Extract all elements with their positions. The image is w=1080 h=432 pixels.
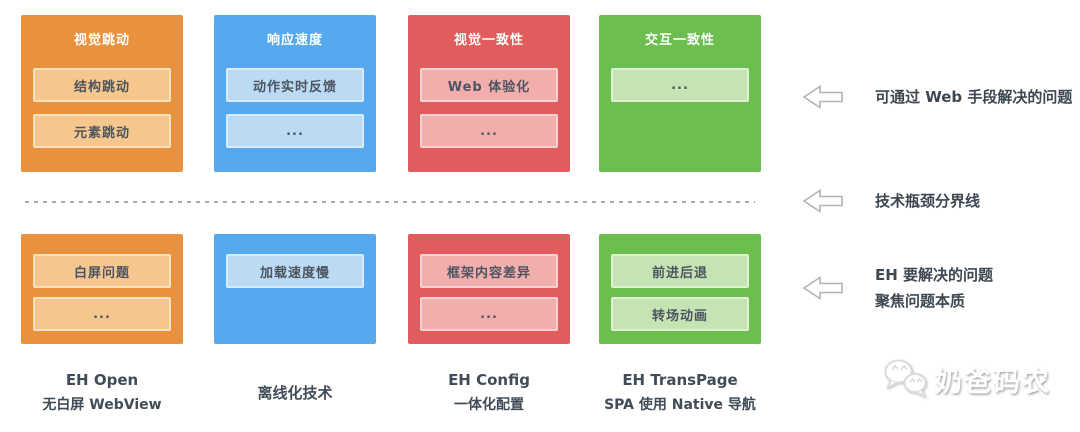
bottom-box-slow-loading: 加载速度慢 — [214, 234, 376, 344]
column-label-title: EH TransPage — [622, 370, 738, 389]
top-box-response-speed: 响应速度 动作实时反馈 ... — [214, 15, 376, 172]
box-item: 结构跳动 — [33, 68, 171, 102]
box-item: Web 体验化 — [420, 68, 558, 102]
annotation-text: EH 要解决的问题 聚焦问题本质 — [875, 266, 994, 310]
left-arrow-icon — [802, 85, 843, 109]
column-label-offline-tech: 离线化技术 — [199, 366, 391, 418]
box-header: 响应速度 — [266, 33, 323, 48]
annotation-tech-bottleneck: 技术瓶颈分界线 — [802, 188, 980, 214]
annotation-eh-problems: EH 要解决的问题 聚焦问题本质 — [802, 262, 993, 314]
box-header: 交互一致性 — [644, 33, 715, 48]
box-header: 视觉跳动 — [73, 33, 130, 48]
box-item: ... — [611, 68, 749, 102]
watermark-text: 奶爸码农 — [935, 366, 1051, 398]
bottom-box-navigation: 前进后退 转场动画 — [599, 234, 761, 344]
column-label-eh-config: EH Config 一体化配置 — [393, 366, 585, 418]
box-item: 框架内容差异 — [420, 254, 558, 288]
box-header: 视觉一致性 — [453, 33, 524, 48]
column-label-title: EH Open — [65, 370, 139, 389]
box-item: 白屏问题 — [33, 254, 171, 288]
watermark: 奶爸码农 — [882, 358, 1051, 400]
top-box-visual-jump: 视觉跳动 结构跳动 元素跳动 — [21, 15, 183, 172]
box-item: 加载速度慢 — [226, 254, 364, 288]
column-label-subtitle: SPA 使用 Native 导航 — [604, 396, 756, 413]
box-item: ... — [226, 114, 364, 148]
box-item: ... — [33, 297, 171, 331]
annotation-text: 技术瓶颈分界线 — [875, 192, 981, 210]
column-label-eh-transpage: EH TransPage SPA 使用 Native 导航 — [584, 366, 776, 418]
box-item: ... — [420, 114, 558, 148]
top-box-interaction-consistency: 交互一致性 ... — [599, 15, 761, 172]
top-box-visual-consistency: 视觉一致性 Web 体验化 ... — [408, 15, 570, 172]
divider-dashed-line — [25, 201, 755, 203]
box-item: ... — [420, 297, 558, 331]
box-item: 动作实时反馈 — [226, 68, 364, 102]
column-label-eh-open: EH Open 无白屏 WebView — [6, 366, 198, 418]
column-label-subtitle: 一体化配置 — [454, 396, 524, 413]
box-item: 元素跳动 — [33, 114, 171, 148]
annotation-web-solvable: 可通过 Web 手段解决的问题 — [802, 84, 1072, 110]
left-arrow-icon — [802, 276, 843, 300]
wechat-bubbles-icon — [884, 359, 927, 398]
column-label-subtitle: 无白屏 WebView — [42, 396, 162, 413]
box-item: 转场动画 — [611, 297, 749, 331]
bottom-box-white-screen: 白屏问题 ... — [21, 234, 183, 344]
box-item: 前进后退 — [611, 254, 749, 288]
column-label-title: 离线化技术 — [257, 383, 333, 402]
annotation-text: 可通过 Web 手段解决的问题 — [875, 88, 1073, 106]
column-label-title: EH Config — [448, 370, 530, 389]
left-arrow-icon — [802, 189, 843, 213]
bottom-box-framework-diff: 框架内容差异 ... — [408, 234, 570, 344]
